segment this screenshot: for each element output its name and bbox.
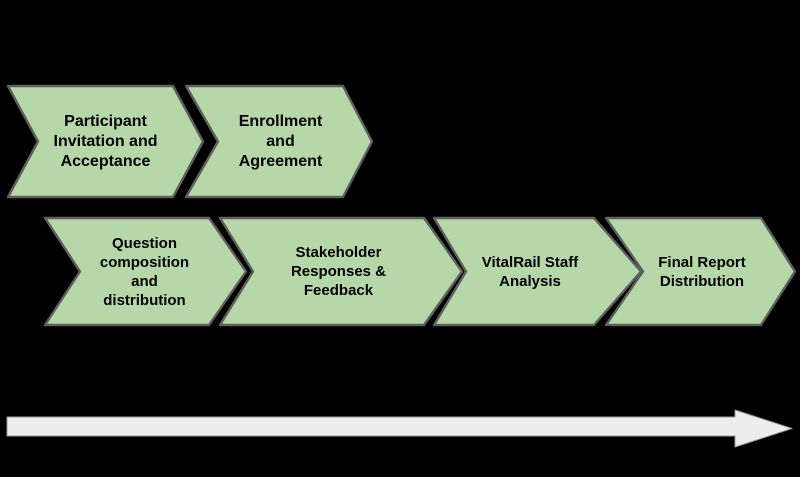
chevron-vitalrail-analysis — [432, 216, 643, 327]
chevron-question-composition — [43, 216, 248, 327]
chevron-final-report — [604, 216, 797, 327]
timeline-arrow — [6, 409, 793, 448]
chevron-enrollment-agreement — [184, 84, 374, 199]
chevron-participant-invitation — [6, 84, 205, 199]
chevron-stakeholder-responses — [218, 216, 464, 327]
